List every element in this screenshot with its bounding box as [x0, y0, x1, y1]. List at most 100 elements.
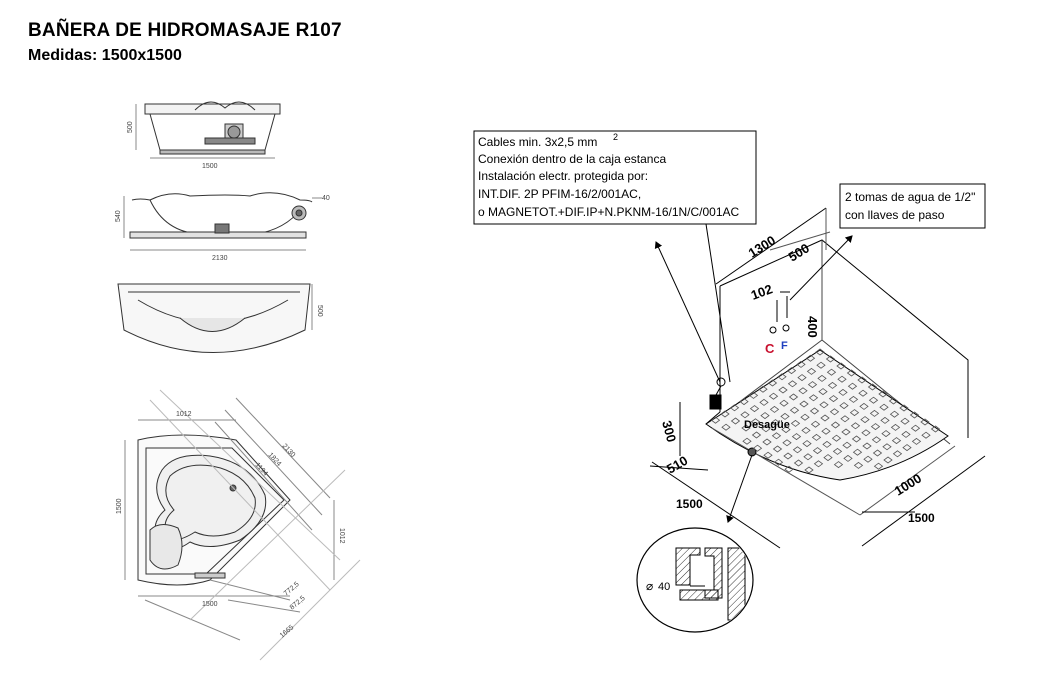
view2-height: 540	[115, 210, 122, 222]
tray-diamond	[921, 431, 931, 439]
tray-diamond	[812, 447, 823, 455]
tray-diamond	[721, 423, 731, 431]
tray-diamond	[796, 360, 806, 368]
plan-diag-1665: 1665	[279, 624, 296, 639]
tray-diamond	[813, 460, 824, 468]
tray-diamond	[781, 426, 791, 434]
tray-diamond	[821, 427, 831, 435]
tray-diamond	[758, 385, 768, 393]
tray-diamond	[820, 414, 830, 422]
tray-diamond	[802, 440, 812, 448]
tray-diamond	[853, 461, 864, 469]
tray-diamond	[742, 437, 752, 445]
tray-diamond	[818, 388, 828, 396]
tray-diamond	[867, 383, 878, 391]
iso-dim-400: 400	[805, 316, 820, 338]
tray-diamond	[847, 382, 858, 390]
tray-diamond	[748, 391, 759, 399]
tray-diamond	[778, 386, 788, 394]
tray-diamond	[790, 419, 801, 427]
tray-diamond	[846, 369, 857, 377]
tray-diamond	[826, 368, 837, 376]
tray-diamond	[749, 405, 760, 413]
drain-label: Desagüe	[744, 419, 790, 431]
tray-diamond	[830, 421, 841, 429]
plan-right: 1012	[338, 528, 345, 544]
tray-diamond	[910, 424, 921, 432]
tray-diamond	[930, 425, 941, 433]
cold-water-label: F	[781, 340, 788, 352]
tray-diamond	[850, 422, 861, 430]
tray-diamond	[773, 458, 784, 466]
tray-diamond-pattern	[710, 348, 941, 474]
tray-diamond	[810, 420, 821, 428]
tray-diamond	[862, 442, 872, 450]
tray-diamond	[786, 367, 797, 375]
drain-detail	[636, 527, 754, 633]
tray-diamond	[822, 440, 832, 448]
tray-diamond	[842, 441, 852, 449]
tray-diamond	[858, 389, 868, 397]
tray-diamond	[751, 431, 762, 439]
tray-diamond	[892, 450, 903, 458]
electrical-note-line-1: Cables min. 3x2,5 mm	[478, 135, 597, 149]
tray-diamond	[730, 417, 741, 425]
tray-diamond	[911, 437, 922, 445]
iso-size-left: 1500	[676, 497, 703, 511]
electrical-note-line-3: Instalación electr. protegida por:	[478, 169, 648, 183]
tray-diamond	[819, 401, 829, 409]
tray-diamond	[780, 412, 790, 420]
tray-diamond	[782, 439, 792, 447]
tray-diamond	[828, 395, 839, 403]
side-view-front	[135, 101, 281, 159]
tray-diamond	[800, 413, 810, 421]
tray-diamond	[880, 416, 890, 424]
tray-diamond	[849, 409, 860, 417]
tray-diamond	[752, 444, 763, 452]
water-note-line-2: con llaves de paso	[845, 208, 945, 222]
hot-water-label: C	[765, 341, 775, 356]
electrical-note-line-4: INT.DIF. 2P PFIM-16/2/001AC,	[478, 187, 641, 201]
tray-diamond	[729, 404, 740, 412]
tray-diamond	[839, 402, 849, 410]
view3-depth: 500	[316, 305, 323, 317]
electrical-note-line-5: o MAGNETOT.+DIF.IP+N.PKNM-16/1N/C/001AC	[478, 205, 740, 219]
tray-diamond	[770, 419, 781, 427]
tray-diamond	[799, 400, 809, 408]
tray-diamond	[739, 398, 749, 406]
tray-diamond	[881, 430, 891, 438]
iso-dim-102: 102	[749, 281, 775, 303]
tray-diamond	[829, 408, 840, 416]
tray-diamond	[841, 428, 851, 436]
tray-diamond	[789, 406, 800, 414]
tray-diamond	[805, 354, 816, 362]
tray-diamond	[763, 451, 773, 459]
tray-diamond	[823, 454, 833, 462]
tray-diamond	[807, 381, 818, 389]
plan-diag-872: 872,5	[289, 595, 307, 612]
tray-diamond	[920, 418, 930, 426]
drain-diameter-value: 40	[658, 581, 670, 593]
tray-diamond	[825, 355, 836, 363]
tray-diamond	[808, 394, 819, 402]
tray-diamond	[889, 410, 900, 418]
tray-diamond	[837, 375, 847, 383]
plan-diag-2130: 2130	[281, 443, 297, 459]
view1-height: 500	[127, 121, 134, 133]
tray-diamond	[859, 402, 869, 410]
tray-diamond	[851, 435, 862, 443]
tray-diamond	[873, 462, 884, 470]
tray-diamond	[909, 411, 920, 419]
tray-diamond	[838, 388, 848, 396]
tray-diamond	[777, 373, 787, 381]
tray-diamond	[833, 461, 844, 469]
tray-diamond	[804, 466, 814, 474]
tray-diamond	[809, 407, 820, 415]
tray-diamond	[783, 452, 793, 460]
tray-diamond	[836, 362, 846, 370]
tray-diamond	[848, 395, 859, 403]
electrical-note-box	[473, 130, 757, 225]
tray-diamond	[815, 348, 825, 356]
view1-width: 1500	[202, 163, 218, 170]
